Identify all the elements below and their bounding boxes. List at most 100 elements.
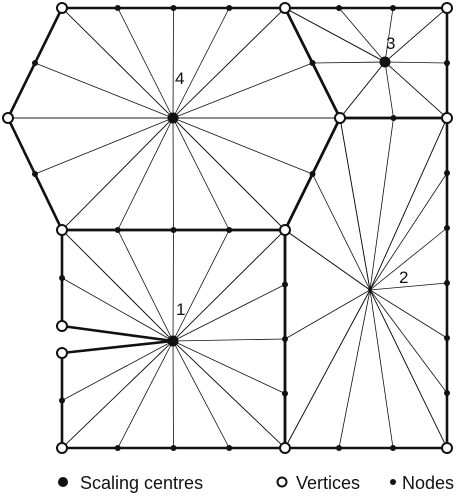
legend: Scaling centres Vertices Nodes: [58, 473, 454, 493]
node-dot: [114, 445, 121, 451]
vertices-layer: [2, 2, 453, 454]
vertex-circle: [279, 442, 291, 454]
polygon-2-ray: [338, 289, 371, 449]
polygon-2-ray: [284, 289, 371, 340]
polygon-4-ray: [34, 117, 174, 175]
polygon-4-ray: [34, 62, 174, 119]
polygon-4-ray: [172, 7, 286, 119]
vertex-circle: [56, 347, 68, 359]
polygon-3-ray: [338, 7, 386, 63]
polygon-2-ray: [284, 289, 371, 449]
vertex-circle: [279, 224, 291, 236]
polygon-2-ray: [284, 229, 371, 291]
polygon-4-ray: [172, 117, 174, 231]
polygon-1-ray: [61, 340, 174, 449]
polygon-4-ray: [61, 7, 174, 119]
polygon-1-ray: [172, 340, 286, 394]
centre-label-4: 4: [175, 69, 184, 88]
node-dot: [32, 171, 38, 177]
vertex-circle: [56, 2, 68, 14]
node-dot: [114, 227, 121, 233]
polygon-2-ray: [369, 282, 448, 291]
polygon-1-ray: [172, 340, 174, 449]
polygon-1-ray: [172, 229, 174, 342]
node-dot: [226, 445, 233, 451]
polygon-2-ray: [369, 289, 394, 449]
polygon-3-ray: [384, 61, 394, 119]
scaling-centres-layer: [167, 56, 391, 347]
node-dot: [170, 227, 177, 233]
vertex-circle: [56, 442, 68, 454]
vertex-circle: [56, 320, 68, 332]
vertex-circle: [441, 2, 453, 14]
node-dot: [226, 227, 233, 233]
polygon-1-ray: [117, 340, 174, 449]
node-dot: [444, 170, 450, 176]
polygon-2-ray: [339, 117, 371, 291]
polygon-2-ray: [369, 172, 448, 291]
vertex-legend-icon: [276, 476, 288, 488]
node-dot: [309, 171, 316, 177]
polygon-4-ray: [172, 117, 286, 231]
node-dot: [282, 390, 288, 397]
node-dot: [309, 60, 316, 66]
polygon-1-ray: [172, 229, 286, 342]
polygon-4-ray: [61, 117, 174, 231]
node-dot: [390, 445, 396, 451]
node-dot: [336, 445, 342, 451]
centre-label-2: 2: [399, 268, 408, 287]
polygon-1-ray: [117, 229, 174, 342]
vertex-circle: [279, 2, 291, 14]
polygon-2-ray: [369, 117, 448, 291]
node-dot: [282, 281, 288, 288]
node-dot: [444, 390, 450, 396]
polygon-3-ray: [384, 7, 394, 63]
polygon-4-ray: [172, 117, 313, 175]
polygon-1-ray: [172, 229, 230, 342]
node-dot: [390, 115, 397, 121]
node-dot: [390, 5, 396, 11]
polygon-1-ray: [172, 338, 286, 342]
polygon-4-ray: [172, 7, 230, 119]
polygon-1-edge: [60, 339, 175, 355]
polygon-4-ray: [172, 62, 313, 119]
polygon-4-ray: [172, 117, 230, 231]
polygon-1-ray: [172, 284, 286, 342]
node-dot: [444, 60, 450, 66]
vertex-circle: [334, 112, 346, 124]
polygon-4-ray: [117, 7, 174, 119]
polygon-1-edge: [60, 324, 175, 343]
polygon-3-ray: [284, 7, 386, 63]
polygon-3-ray: [339, 61, 386, 119]
polygon-2-ray: [369, 227, 448, 291]
node-dot: [444, 335, 450, 341]
polygon-1-ray: [61, 340, 174, 401]
polygon-3-ray: [312, 61, 386, 64]
centre-label-3: 3: [386, 34, 395, 53]
scaling-centre-3: [379, 56, 391, 68]
vertex-circle: [441, 112, 453, 124]
vertex-circle: [2, 112, 14, 124]
legend-label-vertices: Vertices: [296, 473, 360, 493]
legend-label-nodes: Nodes: [402, 473, 454, 493]
polygon-1-ray: [172, 340, 286, 449]
scaling-centre-1: [167, 335, 179, 347]
polygon-2-ray: [369, 289, 448, 449]
polygon-4-ray: [172, 7, 174, 119]
node-dot: [114, 5, 121, 11]
polygon-3-ray: [384, 7, 448, 63]
polygon-4-ray: [117, 117, 174, 231]
scaling-centre-legend-icon: [58, 477, 68, 487]
polygon-2-ray: [312, 173, 371, 291]
node-dot: [336, 5, 342, 11]
node-dot: [32, 60, 38, 66]
polygon-2-ray: [369, 289, 448, 339]
polygon-3-ray: [384, 61, 448, 119]
vertex-circle: [56, 224, 68, 236]
polygon-1-ray: [172, 340, 230, 449]
node-dot: [444, 280, 450, 286]
vertex-circle: [441, 442, 453, 454]
legend-label-scaling-centres: Scaling centres: [80, 473, 203, 493]
polygon-1-ray: [61, 277, 174, 342]
